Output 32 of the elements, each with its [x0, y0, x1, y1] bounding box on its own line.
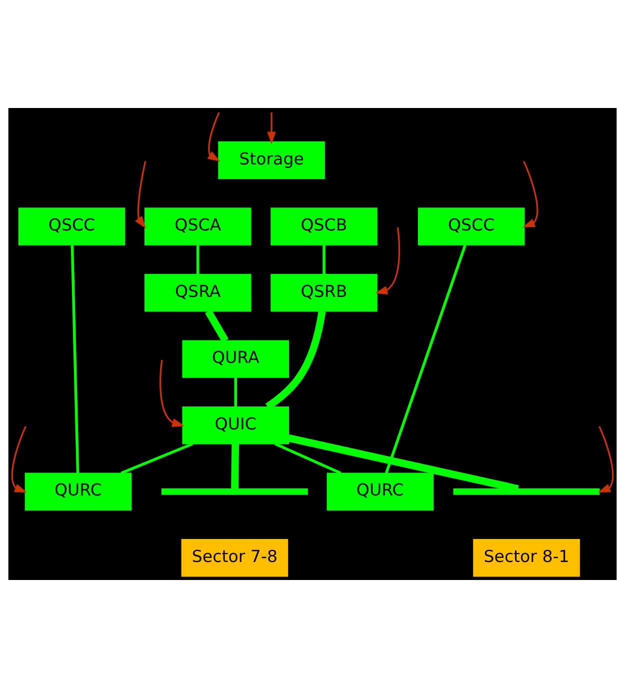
arrow — [160, 360, 185, 427]
node-box: Storage — [218, 141, 325, 180]
node-box: QSCC — [18, 208, 126, 246]
node-box: QURC — [326, 472, 434, 510]
node-box: QSRB — [270, 274, 378, 312]
node-box: QURC — [24, 472, 132, 510]
node-bar — [453, 488, 600, 495]
node-box: QSCB — [270, 208, 378, 246]
arrow — [134, 161, 146, 228]
connector — [322, 245, 326, 274]
connector — [120, 442, 194, 474]
node-box: QURA — [182, 340, 290, 378]
connector — [384, 244, 466, 474]
node-box: QSRA — [144, 274, 252, 312]
arrow — [11, 426, 28, 493]
connector — [70, 245, 80, 474]
arrow — [207, 112, 220, 162]
node-bar — [162, 488, 308, 495]
node-box: QSCA — [144, 208, 252, 246]
connector — [231, 444, 240, 489]
arrow — [267, 112, 276, 144]
arrow — [598, 426, 614, 493]
node-box: QUIC — [182, 406, 290, 444]
node-box: QSCC — [418, 208, 525, 246]
connector — [234, 378, 237, 407]
arrow — [374, 227, 400, 294]
arrow — [522, 160, 538, 228]
connector — [196, 245, 200, 274]
node-box: Sector 8-1 — [473, 539, 580, 577]
node-box: Sector 7-8 — [181, 539, 288, 577]
connector — [205, 309, 228, 342]
connector — [274, 442, 342, 474]
